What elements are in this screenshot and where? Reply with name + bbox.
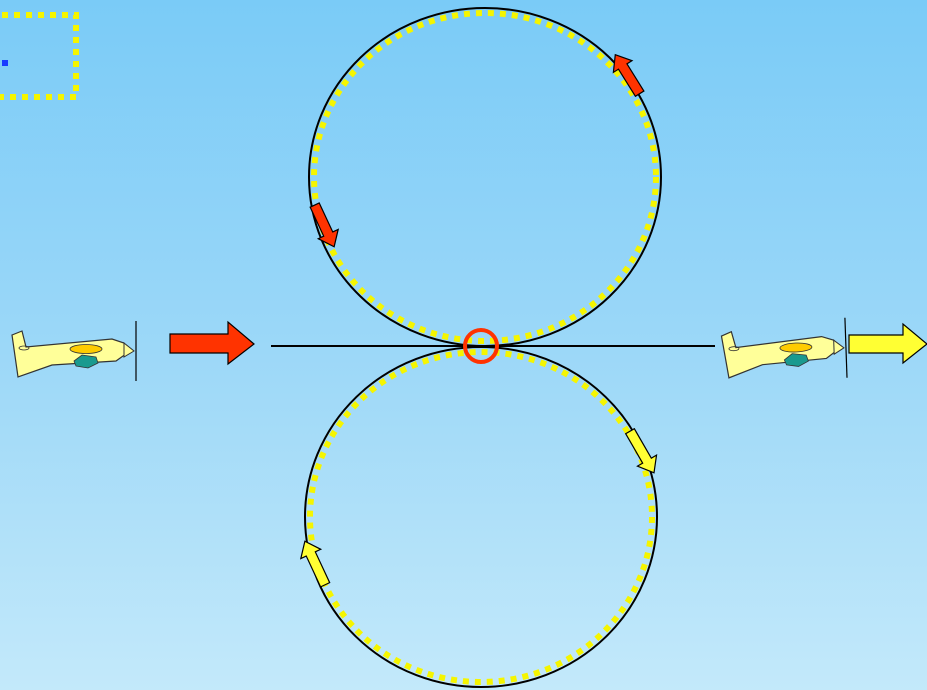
lower-left-yellow-arrow [299, 540, 331, 588]
lower-loop-circle [304, 346, 658, 688]
airplane-icon [720, 317, 848, 383]
right-arrow-icon [848, 322, 927, 365]
corner-marker-dot [2, 60, 8, 66]
crossing-point-ring [463, 328, 499, 364]
upper-loop-dotted-trace [311, 10, 659, 344]
lower-loop-dotted-trace [307, 349, 655, 685]
lower-loop [304, 346, 658, 688]
upper-right-red-arrow [612, 53, 645, 98]
right-arrow-icon [169, 320, 255, 366]
upper-loop [308, 7, 662, 347]
airplane-icon [11, 320, 137, 382]
upper-left-red-arrow [309, 202, 340, 248]
corner-dotted-box [0, 12, 79, 100]
lower-right-yellow-arrow [624, 427, 658, 474]
upper-loop-circle [308, 7, 662, 347]
